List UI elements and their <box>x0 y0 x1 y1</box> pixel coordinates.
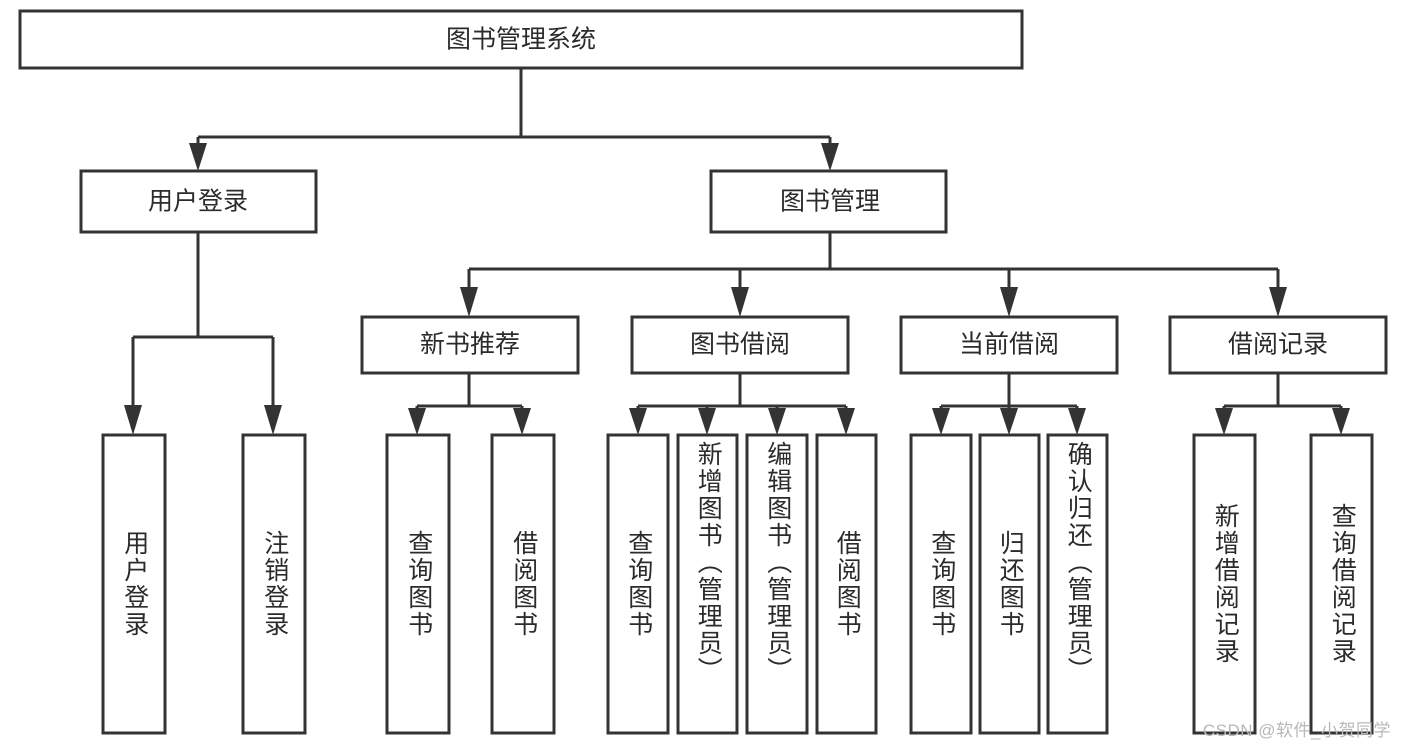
node-root-box[interactable] <box>18 9 1024 70</box>
leaf-box-book-borrow-1[interactable] <box>606 433 670 735</box>
node-book-borrow[interactable]: 图书借阅 <box>630 315 850 375</box>
leaf-box-book-borrow-2[interactable] <box>676 433 739 735</box>
arrow-head-icon <box>1068 408 1086 435</box>
arrow-head-icon <box>932 408 950 435</box>
arrow-head-icon <box>1000 287 1018 317</box>
node-current-borrow[interactable]: 当前借阅 <box>899 315 1119 375</box>
arrow-head-icon <box>124 405 142 435</box>
arrow-head-icon <box>264 405 282 435</box>
node-borrow-record-box[interactable] <box>1168 315 1388 375</box>
node-current-borrow-label: 当前借阅 <box>959 331 1059 359</box>
watermark-text: CSDN @软件_小贺同学 <box>1202 721 1391 740</box>
node-new-book-recommend-box[interactable] <box>360 315 580 375</box>
connectors-bookborrow-to-leaves <box>629 373 855 435</box>
node-book-management-box[interactable] <box>709 169 948 234</box>
connectors-root-to-level2 <box>189 68 839 171</box>
leaf-box-new-book-1[interactable] <box>385 433 451 735</box>
arrow-head-icon <box>821 143 839 171</box>
connectors-userlogin-to-leaves <box>124 232 282 435</box>
leaf-box-current-borrow-2[interactable] <box>978 433 1041 735</box>
arrow-head-icon <box>513 408 531 435</box>
arrow-head-icon <box>837 408 855 435</box>
node-user-login-label: 用户登录 <box>148 188 248 216</box>
node-borrow-record[interactable]: 借阅记录 <box>1168 315 1388 375</box>
arrow-head-icon <box>731 287 749 317</box>
node-book-borrow-box[interactable] <box>630 315 850 375</box>
connectors-currentborrow-to-leaves <box>932 373 1086 435</box>
leaf-box-user-login-1[interactable] <box>101 433 167 735</box>
arrow-head-icon <box>698 408 716 435</box>
arrow-head-icon <box>1000 408 1018 435</box>
arrow-head-icon <box>629 408 647 435</box>
node-root-label: 图书管理系统 <box>446 26 596 54</box>
node-book-management[interactable]: 图书管理 <box>709 169 948 234</box>
node-user-login[interactable]: 用户登录 <box>79 169 318 234</box>
arrow-head-icon <box>460 287 478 317</box>
node-root[interactable]: 图书管理系统 <box>18 9 1024 70</box>
node-current-borrow-box[interactable] <box>899 315 1119 375</box>
arrow-head-icon <box>768 408 786 435</box>
node-book-management-label: 图书管理 <box>780 188 880 216</box>
connectors-borrowrecord-to-leaves <box>1215 373 1350 435</box>
leaf-box-borrow-record-1[interactable] <box>1192 433 1257 735</box>
node-new-book-recommend[interactable]: 新书推荐 <box>360 315 580 375</box>
arrow-head-icon <box>189 143 207 171</box>
connectors-bookmgmt-to-level3 <box>460 232 1287 317</box>
arrow-head-icon <box>1332 408 1350 435</box>
arrow-head-icon <box>1215 408 1233 435</box>
node-new-book-recommend-label: 新书推荐 <box>420 331 520 359</box>
leaf-box-book-borrow-3[interactable] <box>745 433 809 735</box>
leaf-box-user-login-2[interactable] <box>241 433 307 735</box>
leaf-box-current-borrow-3[interactable] <box>1046 433 1109 735</box>
arrow-head-icon <box>1269 287 1287 317</box>
connectors-newbook-to-leaves <box>408 373 531 435</box>
leaf-box-borrow-record-2[interactable] <box>1309 433 1374 735</box>
node-borrow-record-label: 借阅记录 <box>1228 331 1328 359</box>
leaf-box-current-borrow-1[interactable] <box>909 433 973 735</box>
node-book-borrow-label: 图书借阅 <box>690 331 790 359</box>
leaf-box-new-book-2[interactable] <box>490 433 556 735</box>
leaf-box-book-borrow-4[interactable] <box>815 433 878 735</box>
node-user-login-box[interactable] <box>79 169 318 234</box>
arrow-head-icon <box>408 408 426 435</box>
